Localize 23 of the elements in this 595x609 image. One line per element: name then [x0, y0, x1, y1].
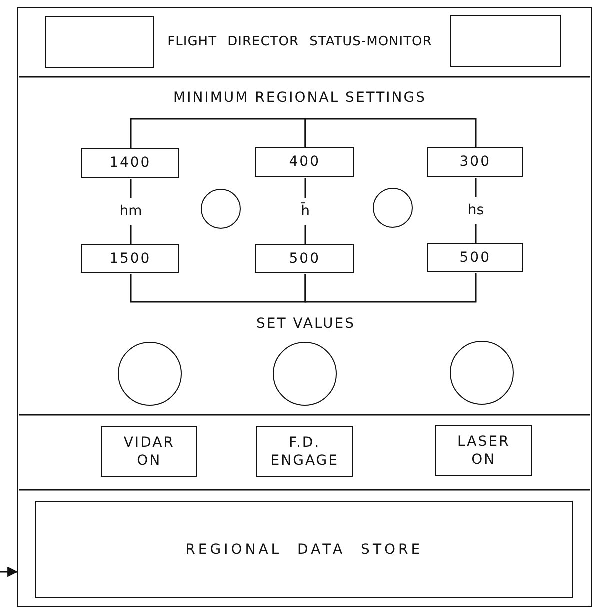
connector-line — [130, 118, 306, 149]
readout-box: 1400 — [81, 148, 180, 178]
panel-title: FLIGHT DIRECTOR STATUS-MONITOR — [168, 34, 432, 50]
section-heading: MINIMUM REGIONAL SETTINGS — [174, 90, 426, 106]
indicator-circle — [373, 188, 414, 228]
readout-box: 300 — [427, 147, 524, 178]
display-panel: REGIONAL DATA STORE — [35, 501, 574, 598]
connector-line — [130, 274, 306, 303]
panel-box — [45, 16, 154, 68]
arrow — [0, 566, 18, 578]
console-frame — [17, 7, 592, 607]
readout-box: 1500 — [81, 244, 180, 274]
switch-button: F.D. ENGAGE — [256, 426, 354, 478]
section-heading: SET VALUES — [256, 316, 356, 332]
readout-box: 500 — [427, 243, 524, 272]
connector-line — [304, 273, 477, 303]
indicator-circle — [201, 189, 242, 230]
readout-box: 500 — [255, 244, 354, 274]
connector-line — [304, 118, 477, 148]
readout-box: 400 — [255, 147, 354, 178]
switch-button: VIDAR ON — [101, 426, 198, 478]
panel-box — [450, 15, 562, 68]
switch-button: LASER ON — [435, 425, 532, 476]
